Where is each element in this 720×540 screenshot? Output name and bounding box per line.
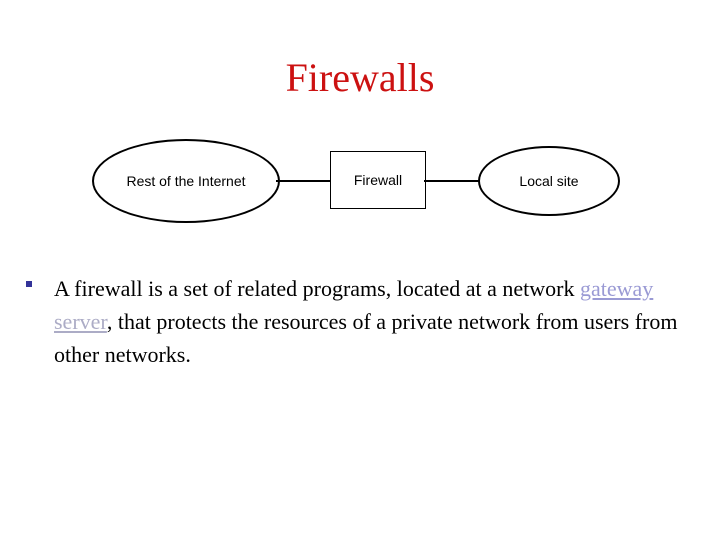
diagram-node-firewall-label: Firewall: [353, 172, 403, 188]
firewall-network-diagram: Rest of the Internet Firewall Local site: [0, 130, 720, 240]
bullet-text-part2: , that protects the resources of a priva…: [54, 309, 678, 367]
diagram-node-internet: Rest of the Internet: [92, 139, 280, 223]
body-content: A firewall is a set of related programs,…: [24, 272, 696, 371]
bullet-marker-icon: [26, 281, 32, 287]
diagram-connector-internet-to-firewall: [276, 180, 332, 182]
link-server[interactable]: server: [54, 309, 107, 334]
diagram-node-local-site: Local site: [478, 146, 620, 216]
bullet-text-part1: A firewall is a set of related programs,…: [54, 276, 580, 301]
list-item: A firewall is a set of related programs,…: [24, 272, 696, 371]
link-gateway[interactable]: gateway: [579, 276, 654, 301]
diagram-node-local-site-label: Local site: [519, 173, 579, 189]
diagram-node-firewall: Firewall: [330, 151, 426, 209]
bullet-text: A firewall is a set of related programs,…: [54, 272, 696, 371]
diagram-connector-firewall-to-local: [424, 180, 480, 182]
page-title: Firewalls: [285, 55, 435, 100]
diagram-node-internet-label: Rest of the Internet: [126, 173, 246, 189]
